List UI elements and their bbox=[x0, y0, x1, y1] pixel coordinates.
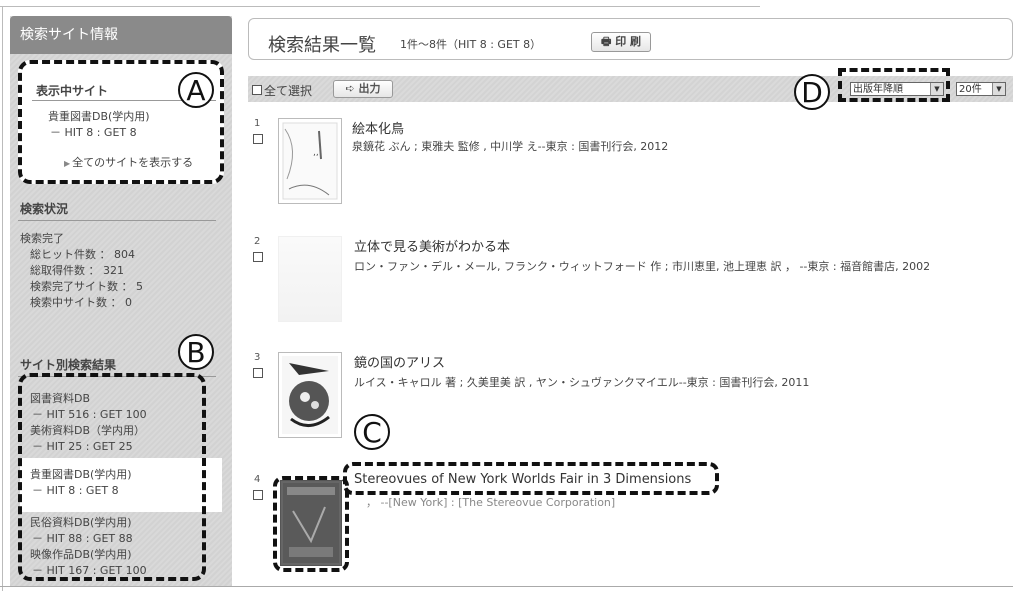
print-label: 印 刷 bbox=[615, 35, 642, 48]
result-number: 3 bbox=[254, 352, 261, 363]
result-title[interactable]: Stereovues of New York Worlds Fair in 3 … bbox=[354, 472, 692, 487]
result-number: 2 bbox=[254, 236, 261, 247]
show-all-sites-link[interactable]: ▶全てのサイトを表示する bbox=[64, 154, 193, 170]
result-thumbnail[interactable] bbox=[278, 352, 342, 438]
result-number: 1 bbox=[254, 118, 261, 129]
result-checkbox[interactable] bbox=[253, 134, 263, 144]
sidebar-header: 検索サイト情報 bbox=[10, 16, 232, 54]
result-thumbnail[interactable] bbox=[280, 480, 342, 566]
status-done: 検索完了 bbox=[20, 232, 64, 245]
site-name[interactable]: 映像作品DB(学内用) bbox=[30, 548, 132, 561]
select-all-label[interactable]: 全て選択 bbox=[264, 84, 313, 98]
status-sites-searching: 検索中サイト数 ： 0 bbox=[30, 296, 132, 309]
status-total-hits: 総ヒット件数 ： 804 bbox=[30, 248, 135, 261]
per-page-select[interactable]: 20件 ▼ bbox=[956, 82, 1006, 96]
site-hits: － HIT 167 : GET 100 bbox=[32, 564, 147, 577]
result-thumbnail[interactable]: ,, bbox=[278, 118, 342, 204]
triangle-right-icon: ▶ bbox=[64, 159, 71, 168]
site-hits: － HIT 25 : GET 25 bbox=[32, 440, 133, 453]
printer-icon: 🖶 bbox=[600, 35, 612, 48]
result-checkbox[interactable] bbox=[253, 368, 263, 378]
site-hits: － HIT 516 : GET 100 bbox=[32, 408, 147, 421]
results-count: 1件～8件（HIT 8 : GET 8） bbox=[400, 38, 542, 51]
result-checkbox[interactable] bbox=[253, 252, 263, 262]
window-frame-top bbox=[0, 0, 760, 7]
site-name[interactable]: 図書資料DB bbox=[30, 392, 91, 405]
status-sites-done: 検索完了サイト数 ： 5 bbox=[30, 280, 143, 293]
callout-c-title-box bbox=[343, 462, 719, 495]
book-cover-image: ,, bbox=[282, 122, 338, 200]
status-total-get: 総取得件数 ： 321 bbox=[30, 264, 124, 277]
result-checkbox[interactable] bbox=[253, 490, 263, 500]
displaying-site-name[interactable]: 貴重図書DB(学内用) bbox=[48, 110, 150, 123]
section-divider bbox=[32, 100, 216, 101]
displaying-site-title: 表示中サイト bbox=[36, 84, 109, 98]
svg-text:,,: ,, bbox=[313, 148, 319, 158]
callout-d-box bbox=[838, 68, 950, 102]
selected-site-highlight bbox=[20, 458, 222, 512]
per-site-results-title: サイト別検索結果 bbox=[20, 358, 117, 372]
output-button[interactable]: ➪ 出力 bbox=[333, 80, 393, 98]
per-page-value: 20件 bbox=[959, 84, 982, 95]
result-meta: ロン・ファン・デル・メール, フランク・ウィットフォード 作 ; 市川恵里, 池… bbox=[354, 260, 931, 273]
chevron-down-icon: ▼ bbox=[992, 83, 1005, 95]
book-cover-image bbox=[282, 356, 338, 434]
result-number: 4 bbox=[254, 474, 261, 485]
per-site-results-panel bbox=[18, 373, 206, 581]
result-title[interactable]: 立体で見る美術がわかる本 bbox=[354, 240, 511, 255]
output-label: 出力 bbox=[358, 82, 381, 95]
export-arrow-icon: ➪ bbox=[345, 82, 355, 95]
result-title[interactable]: 鏡の国のアリス bbox=[354, 356, 446, 371]
search-status-title: 検索状況 bbox=[20, 202, 69, 216]
window-frame-left bbox=[2, 6, 3, 591]
site-name[interactable]: 民俗資料DB(学内用) bbox=[30, 516, 132, 529]
site-hits: － HIT 8 : GET 8 bbox=[32, 484, 119, 497]
results-title: 検索結果一覧 bbox=[268, 35, 376, 56]
callout-b: B bbox=[178, 334, 214, 370]
callout-a: A bbox=[178, 72, 214, 108]
callout-c: C bbox=[354, 414, 390, 450]
displaying-site-hits: － HIT 8 : GET 8 bbox=[50, 126, 137, 139]
window-frame-bottom bbox=[0, 586, 1013, 587]
result-title[interactable]: 絵本化鳥 bbox=[352, 122, 405, 137]
result-meta: ， --[New York] : [The Stereovue Corporat… bbox=[366, 496, 616, 509]
section-divider bbox=[18, 220, 216, 221]
select-all-checkbox[interactable] bbox=[252, 85, 262, 95]
callout-d: D bbox=[794, 74, 830, 110]
show-all-sites-label: 全てのサイトを表示する bbox=[72, 156, 194, 169]
site-hits: － HIT 88 : GET 88 bbox=[32, 532, 133, 545]
sort-order-value: 出版年降順 bbox=[853, 84, 903, 95]
result-thumbnail[interactable] bbox=[278, 236, 342, 322]
site-name[interactable]: 美術資料DB（学内用） bbox=[30, 424, 146, 437]
print-button[interactable]: 🖶 印 刷 bbox=[591, 32, 651, 52]
chevron-down-icon: ▼ bbox=[930, 83, 943, 95]
site-name[interactable]: 貴重図書DB(学内用) bbox=[30, 468, 132, 481]
sort-order-select[interactable]: 出版年降順 ▼ bbox=[850, 82, 944, 96]
result-meta: ルイス・キャロル 著 ; 久美里美 訳 , ヤン・シュヴァンクマイエル--東京 … bbox=[354, 376, 810, 389]
callout-c-thumbnail-box bbox=[273, 476, 349, 572]
result-meta: 泉鏡花 ぶん ; 東雅夫 監修 , 中川学 え--東京 : 国書刊行会, 201… bbox=[352, 140, 669, 153]
book-cover-image bbox=[283, 483, 339, 563]
